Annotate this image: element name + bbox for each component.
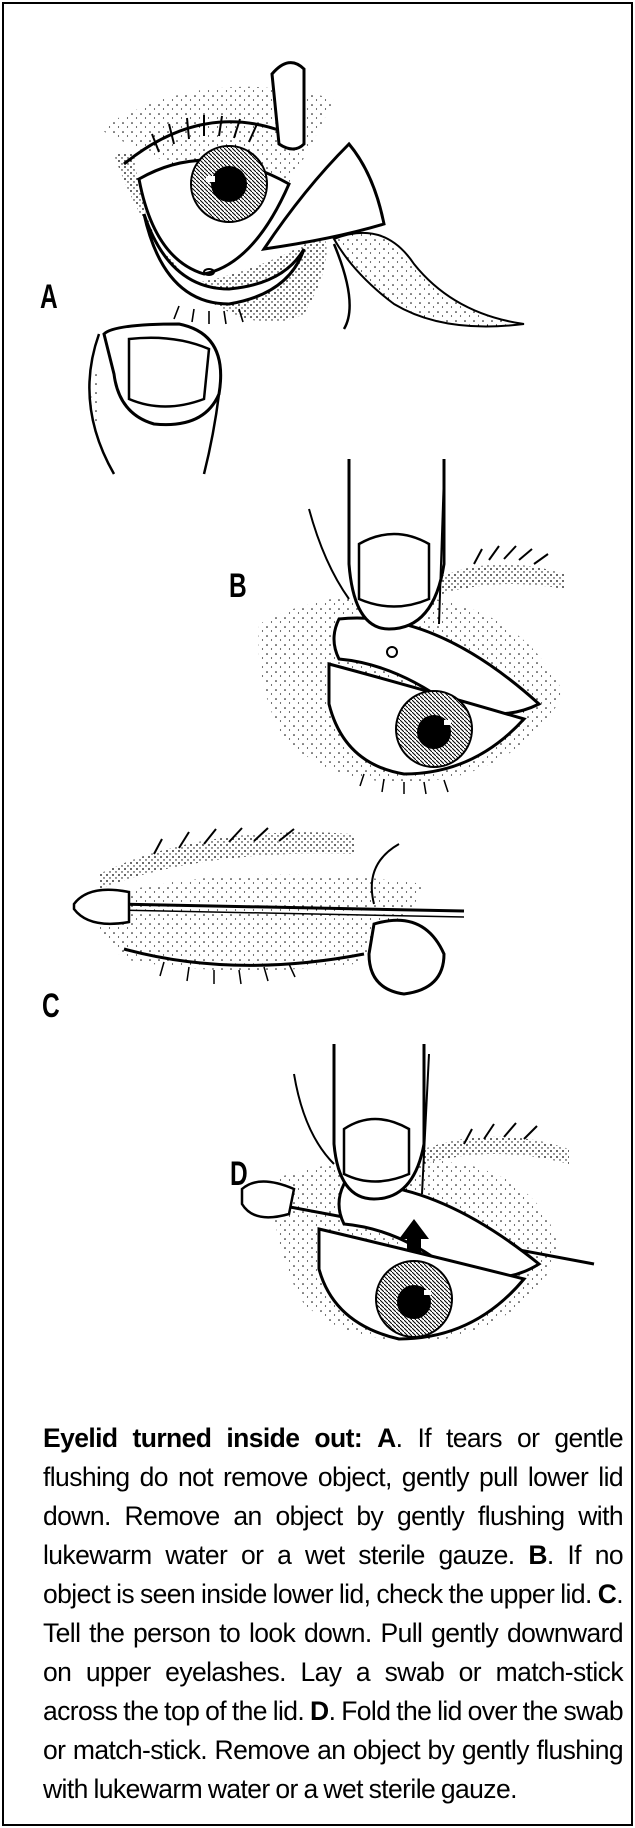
panel-label-b: B [229,569,247,603]
panel-label-a: A [40,280,58,314]
caption-step-a-letter: A [377,1423,396,1453]
panel-b-illustration [258,459,564,794]
panel-label-d: D [230,1157,248,1191]
panel-a-illustration [89,63,524,474]
caption-heading: Eyelid turned inside out: [43,1423,362,1453]
eyelid-illustrations [4,4,631,1389]
caption-step-c-letter: C [598,1579,617,1609]
panel-label-c: C [42,989,60,1023]
figure-caption: Eyelid turned inside out: A. If tears or… [43,1419,623,1809]
panel-d-illustration [242,1044,594,1341]
caption-step-d-letter: D [310,1696,329,1726]
panel-c-illustration [74,828,464,994]
caption-step-b-letter: B [528,1540,547,1570]
